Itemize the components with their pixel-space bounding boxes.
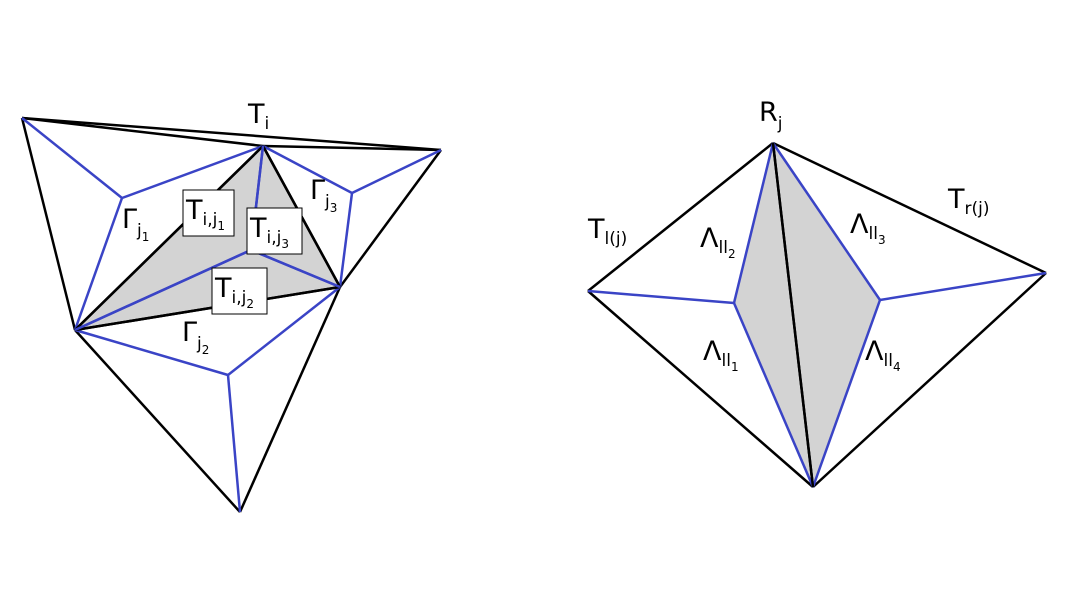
label-T-ij3: Ti,j3	[249, 213, 289, 251]
dual-edge	[227, 286, 341, 376]
edge	[74, 329, 241, 513]
edge	[74, 145, 264, 331]
label-Lambda-2: Λll2	[700, 223, 736, 261]
dual-edge	[732, 142, 775, 304]
shaded-triangle-Ti	[75, 146, 340, 330]
edge	[771, 142, 815, 488]
box-T-ij2	[211, 267, 268, 315]
box-T-ij1	[182, 189, 235, 237]
dual-edge	[732, 302, 815, 488]
dual-edge	[74, 248, 252, 332]
edge	[21, 116, 442, 152]
edge	[587, 142, 774, 292]
label-T-lj: Tl(j)	[587, 214, 627, 249]
edge	[587, 290, 814, 488]
left-mesh-diagram: Ti Γj1 Γj3 Γj2 Ti,j1 Ti,j3 Ti,j2	[20, 99, 443, 513]
edge	[812, 272, 1047, 488]
label-T-i: Ti	[247, 99, 269, 134]
label-R-j: Rj	[759, 97, 783, 134]
label-Lambda-1: Λll1	[703, 336, 739, 374]
label-Lambda-4: Λll4	[865, 336, 901, 374]
dual-edge	[811, 299, 882, 488]
label-Lambda-3: Λll3	[850, 209, 886, 247]
edge	[262, 144, 442, 152]
dual-edges-right	[587, 142, 1047, 488]
box-T-ij3	[246, 207, 303, 255]
dual-edge	[262, 144, 353, 195]
dual-edge	[73, 197, 124, 331]
label-Gamma-j2: Γj2	[182, 317, 209, 357]
dual-edge	[21, 117, 123, 199]
edge	[772, 141, 1047, 275]
label-T-rj: Tr(j)	[947, 184, 989, 219]
edge	[20, 117, 77, 331]
dual-edge	[879, 271, 1047, 302]
right-mesh-diagram: Rj Tl(j) Tr(j) Λll2 Λll3 Λll1 Λll4	[587, 97, 1047, 488]
dual-edge	[250, 248, 341, 289]
edge	[238, 286, 342, 513]
dual-edge	[121, 144, 264, 200]
dual-edge	[74, 328, 229, 377]
label-T-ij1: Ti,j1	[185, 195, 225, 233]
label-T-ij2: Ti,j2	[214, 273, 254, 311]
label-Gamma-j1: Γj1	[122, 204, 149, 244]
dual-edge	[226, 374, 242, 513]
edge	[74, 285, 341, 332]
edge	[21, 116, 264, 148]
label-Gamma-j3: Γj3	[310, 175, 337, 215]
dual-edge	[587, 289, 735, 305]
dual-edge	[351, 148, 442, 195]
dual-edge	[771, 142, 882, 301]
dual-edge	[338, 192, 354, 288]
edge	[338, 149, 443, 288]
